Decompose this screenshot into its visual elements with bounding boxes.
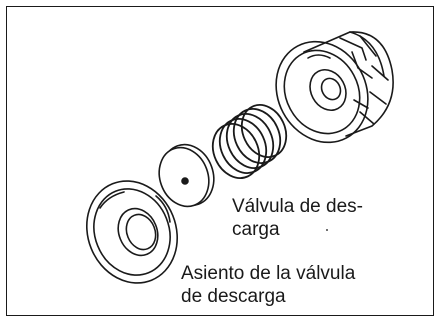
valve-seat-label-line2: de descarga xyxy=(181,286,286,307)
figure-frame xyxy=(6,6,434,316)
valve-spring xyxy=(211,104,288,179)
valve-disc xyxy=(158,143,215,208)
discharge-valve-label: Válvula de des- carga xyxy=(232,195,363,241)
valve-housing xyxy=(275,31,394,144)
valve-seat-label-line1: Asiento de la válvula xyxy=(181,263,356,284)
discharge-valve-label-line1: Válvula de des- xyxy=(232,196,363,217)
print-speck xyxy=(326,229,328,231)
discharge-valve-label-line2: carga xyxy=(232,219,280,240)
valve-seat xyxy=(85,180,179,284)
valve-seat-label: Asiento de la válvula de descarga xyxy=(181,262,355,308)
